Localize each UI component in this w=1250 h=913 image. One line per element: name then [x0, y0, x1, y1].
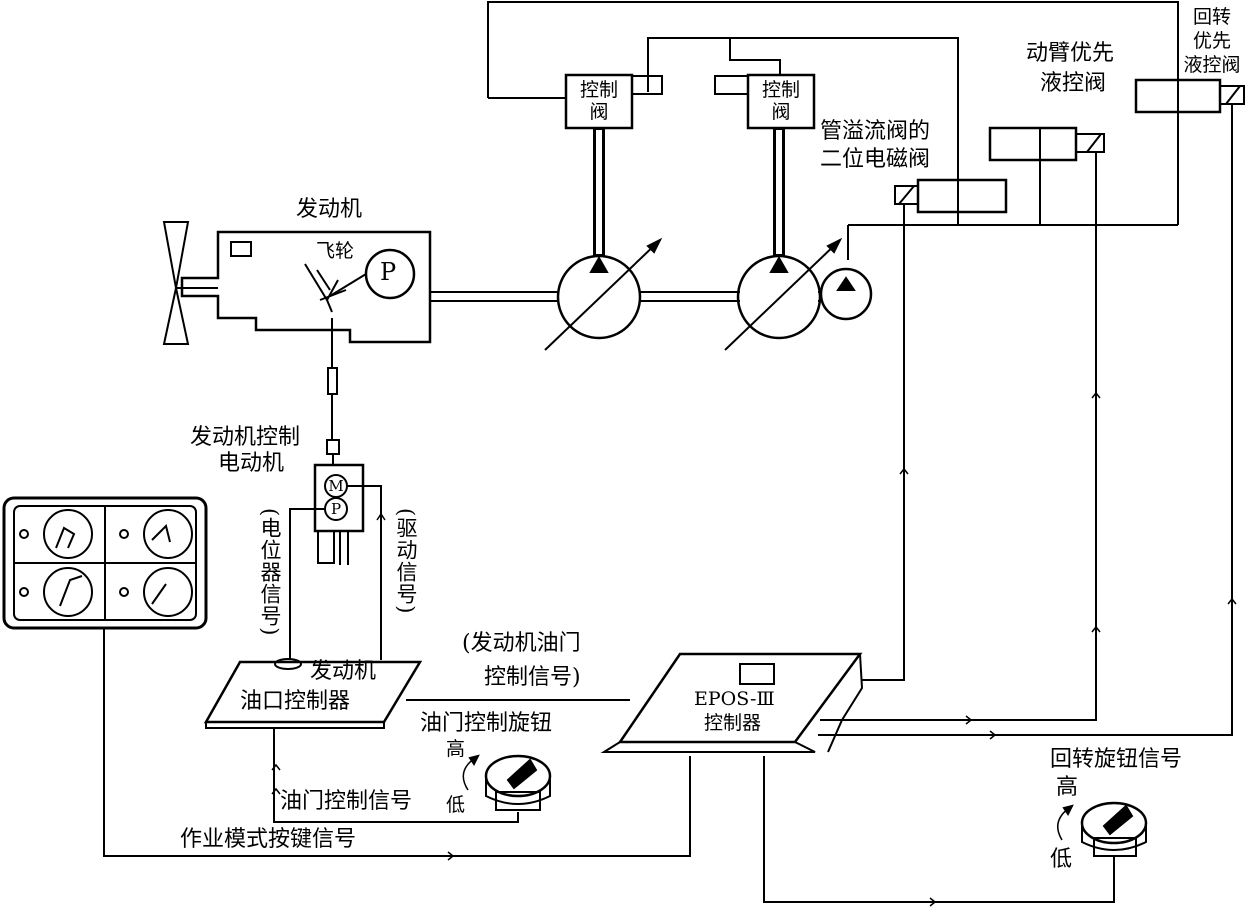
- swing-high-label: 高: [1056, 775, 1079, 800]
- throttle-controller-board: [203, 658, 423, 729]
- boom-priority-label-line2: 液控阀: [1040, 71, 1107, 96]
- pilot-pump: [819, 267, 873, 321]
- throttle-linkage: [326, 318, 340, 465]
- boom-priority-valve: [988, 126, 1105, 162]
- throttle-signal-label-line1: (发动机油门: [462, 631, 581, 656]
- drive-signal-label: (驱动信号): [394, 508, 418, 615]
- relief-solenoid-label-line2: 二位电磁阀: [820, 147, 931, 172]
- wire-break-marks: [271, 391, 1237, 907]
- relief-solenoid-label-line1: 管溢流阀的: [820, 119, 931, 144]
- control-valve-1-label-line1: 控制: [579, 79, 618, 101]
- flywheel-label: 飞轮: [316, 240, 355, 262]
- throttle-knob-label: 油门控制旋钮: [420, 711, 553, 736]
- epos-label-line1: EPOS-Ⅲ: [694, 688, 775, 710]
- signal-wiring: [103, 104, 1233, 903]
- pot-p-label: P: [330, 500, 342, 518]
- throttle-controller-label-line2: 油口控制器: [240, 689, 351, 714]
- engine-fan: [162, 221, 218, 345]
- control-valve-1-label-line2: 阀: [589, 101, 609, 123]
- swing-priority-label-line2: 优先: [1192, 30, 1231, 52]
- engine-block: [180, 230, 432, 344]
- engine-motor-label-line2: 电动机: [218, 451, 285, 476]
- swing-priority-valve: [1134, 78, 1245, 114]
- pump-p-label: P: [380, 258, 397, 286]
- throttle-low-label: 低: [446, 794, 466, 816]
- swing-priority-label-line3: 液控阀: [1183, 54, 1241, 76]
- relief-solenoid-valve: [894, 178, 1008, 214]
- engine-motor-label-line1: 发动机控制: [190, 425, 301, 450]
- work-mode-signal-label: 作业模式按键信号: [180, 827, 357, 852]
- engine-label: 发动机: [296, 197, 363, 222]
- motor-signal-wires: [289, 485, 386, 660]
- control-valve-2: [714, 73, 816, 256]
- variable-pump-1: [544, 237, 663, 351]
- pump-drive-shaft: [430, 291, 822, 302]
- throttle-control-signal-label: 油门控制信号: [280, 789, 413, 814]
- variable-pump-2: [724, 237, 843, 351]
- throttle-signal-label-line2: 控制信号): [484, 665, 581, 690]
- monitor-panel: [2, 496, 208, 630]
- control-valve-2-label-line2: 阀: [771, 101, 791, 123]
- control-valve-2-label-line1: 控制: [761, 79, 800, 101]
- control-valve-1: [564, 73, 663, 256]
- throttle-controller-label-line1: 发动机: [310, 659, 377, 684]
- swing-knob[interactable]: [1057, 801, 1148, 857]
- motor-m-label: M: [328, 477, 344, 495]
- throttle-high-label: 高: [446, 738, 466, 760]
- swing-low-label: 低: [1050, 847, 1073, 872]
- epos-label-line2: 控制器: [704, 712, 762, 734]
- swing-priority-label-line1: 回转: [1192, 6, 1231, 28]
- throttle-knob[interactable]: [462, 754, 552, 811]
- swing-knob-signal-label: 回转旋钮信号: [1050, 747, 1183, 772]
- pot-signal-label: (电位器信号): [258, 508, 282, 637]
- engine-control-motor: [313, 463, 365, 565]
- boom-priority-label-line1: 动臂优先: [1026, 41, 1115, 66]
